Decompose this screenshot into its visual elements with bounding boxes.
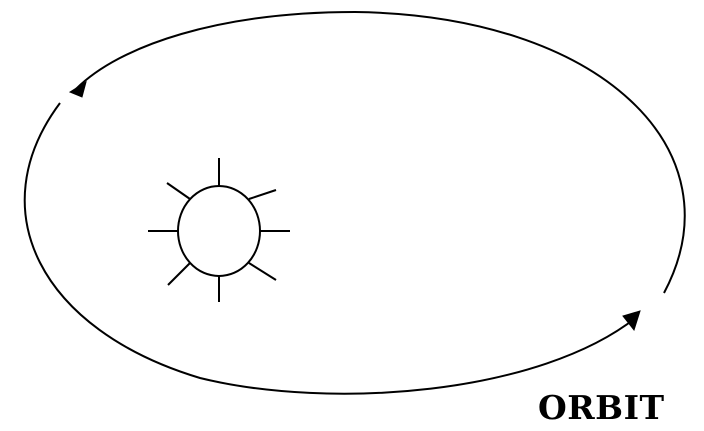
arrow-head-lower-right-icon [623, 311, 640, 330]
orbit-arc-lower [25, 103, 638, 394]
sun-ray [168, 263, 190, 285]
sun-ray [249, 190, 276, 199]
sun-icon [148, 158, 290, 302]
sun-ray [249, 263, 276, 280]
sun-disc [178, 186, 260, 276]
diagram-caption: ORBIT [538, 388, 665, 428]
orbit-path [25, 12, 685, 394]
arrow-head-upper-left-icon [70, 82, 86, 97]
sun-ray [167, 183, 190, 199]
direction-arrows [70, 82, 640, 330]
orbit-arc-upper [76, 12, 685, 293]
